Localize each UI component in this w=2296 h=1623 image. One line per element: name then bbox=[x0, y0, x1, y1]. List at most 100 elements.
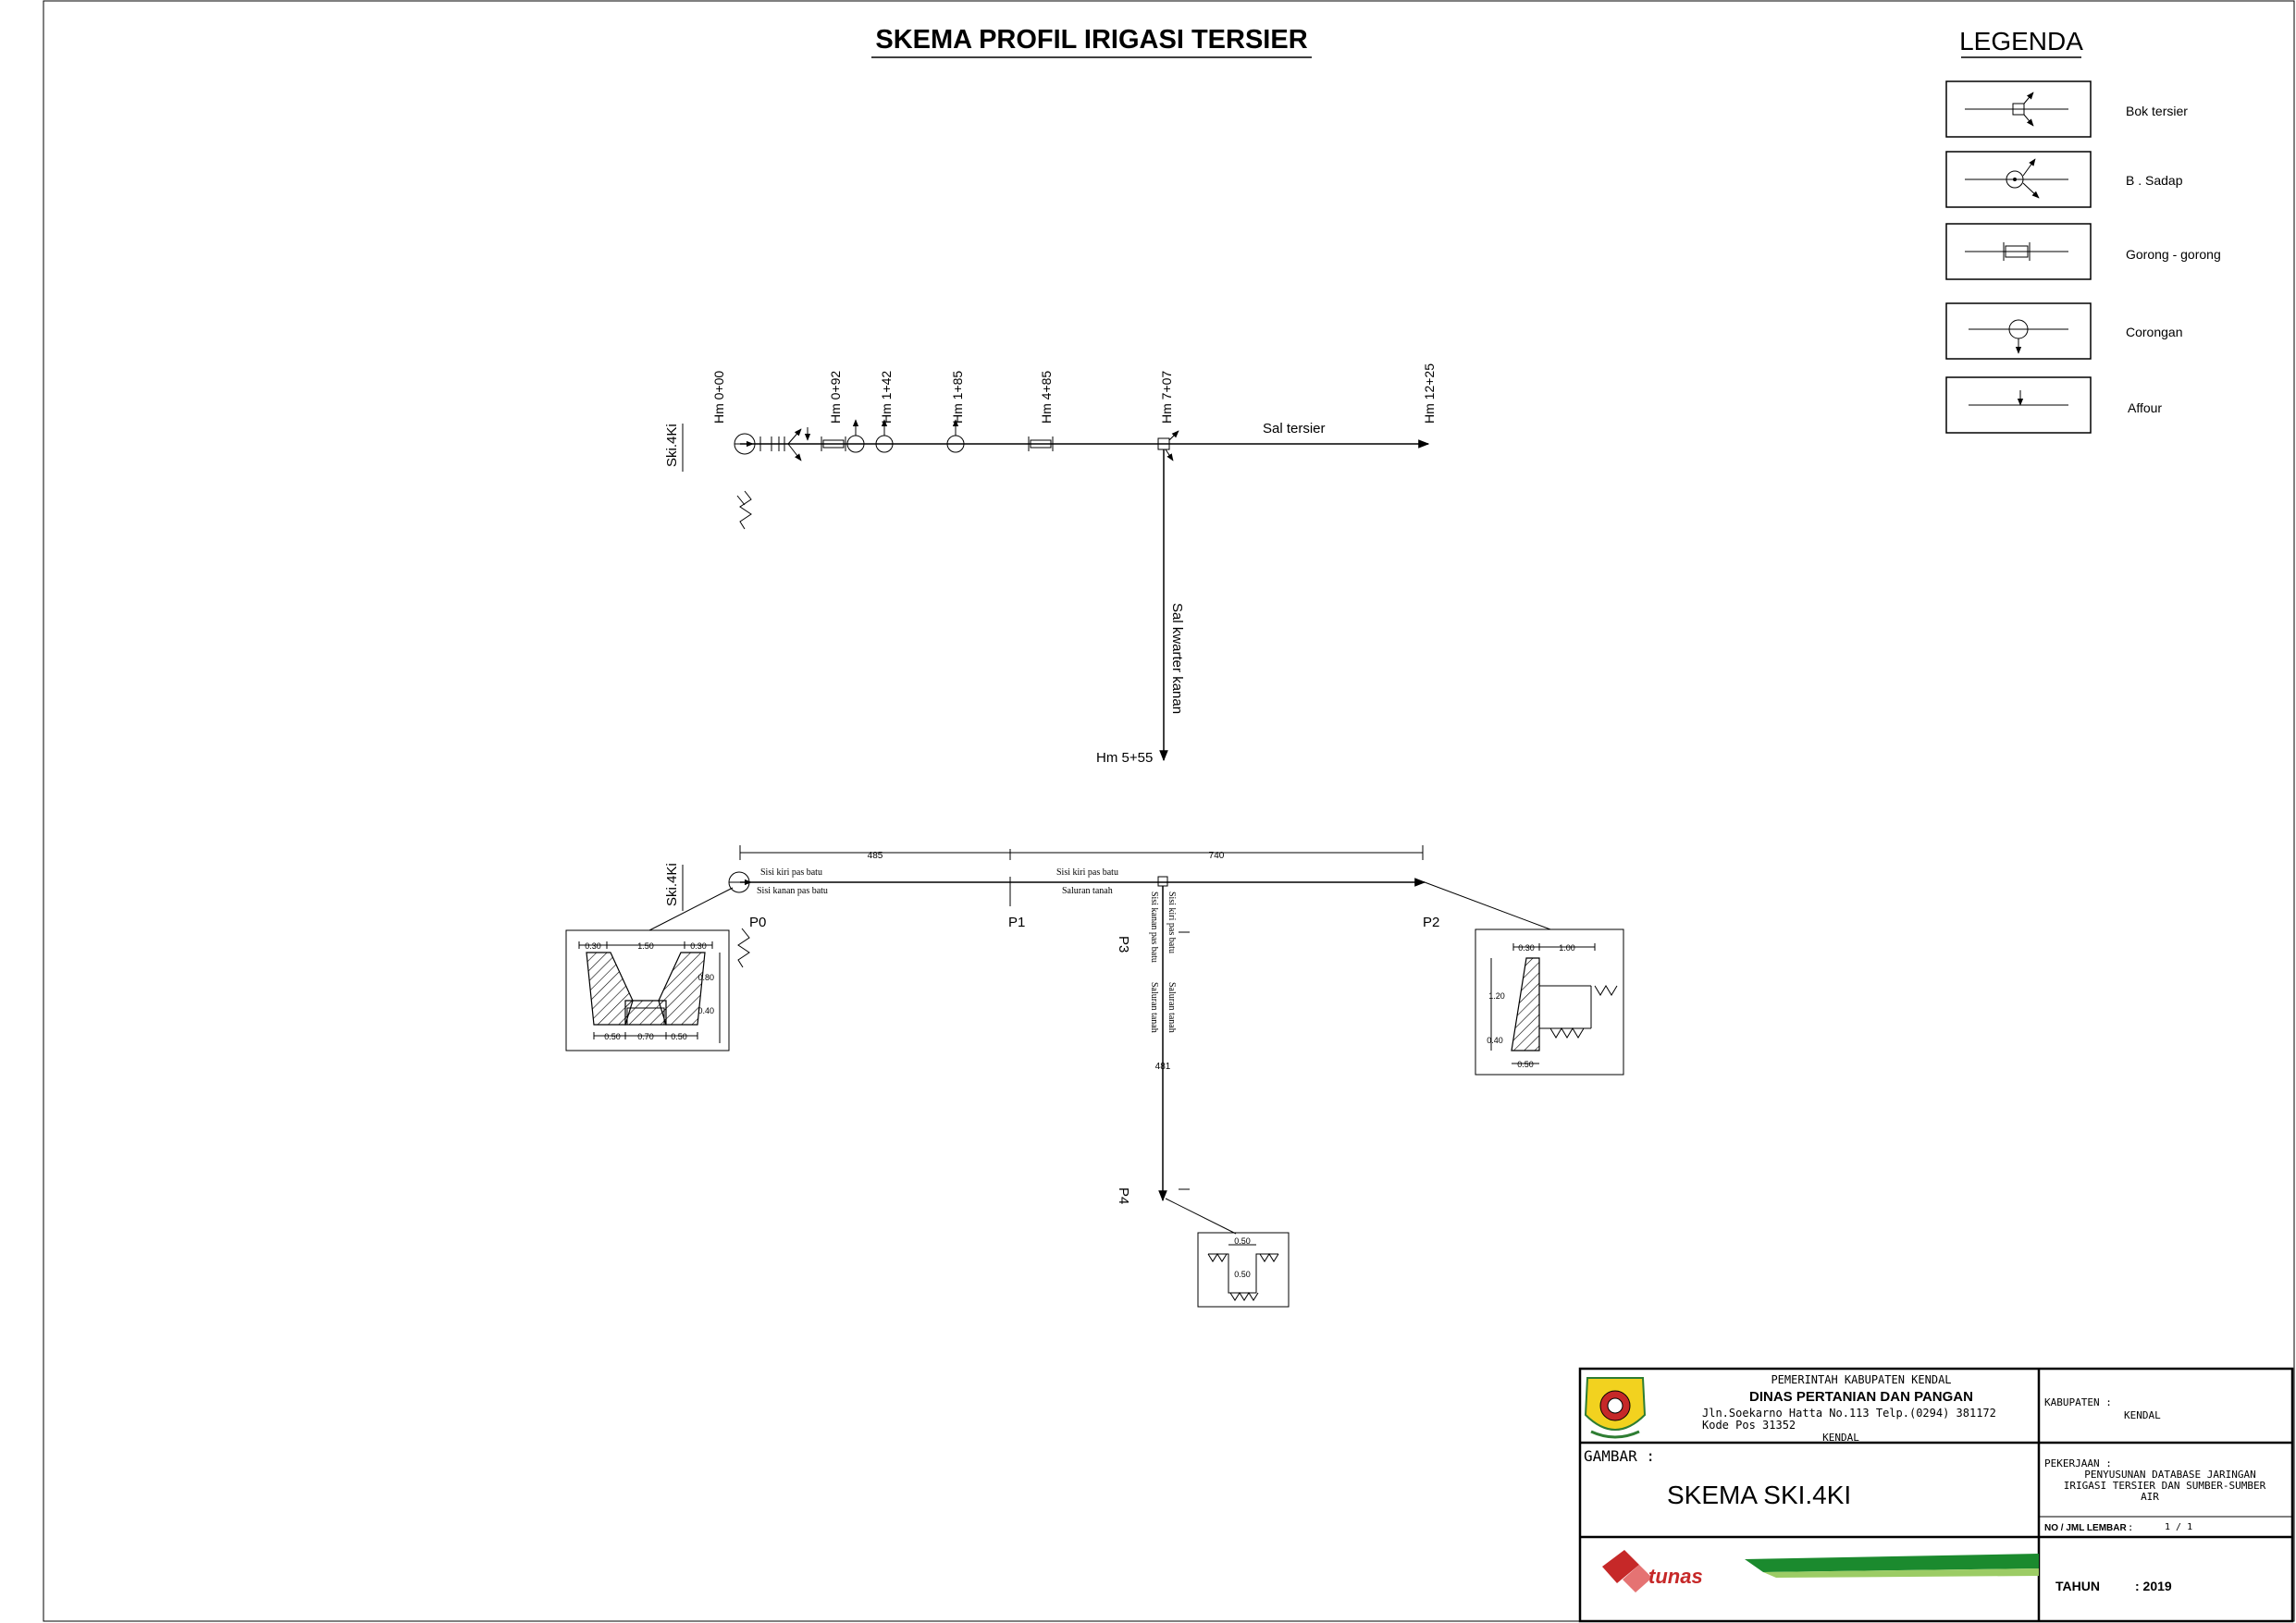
dim-label: 0.70 bbox=[637, 1032, 654, 1041]
legend-box bbox=[1945, 302, 2092, 360]
dimension-481: 481 bbox=[1155, 1062, 1171, 1072]
legend-box bbox=[1945, 151, 2092, 208]
legend-label: Gorong - gorong bbox=[2126, 247, 2221, 262]
station-label: Hm 4+85 bbox=[1039, 371, 1054, 424]
gorong-gorong-icon bbox=[1965, 242, 2068, 261]
pekerjaan-line: IRIGASI TERSIER DAN SUMBER-SUMBER bbox=[2064, 1480, 2266, 1492]
tahun-label: TAHUN bbox=[2055, 1579, 2100, 1593]
b-sadap-icon bbox=[1965, 158, 2068, 199]
schema: Ski.4Ki Sal tersier Hm 0+00 Hm 0+92 Hm 1… bbox=[664, 363, 1437, 766]
pekerjaan-line: PENYUSUNAN DATABASE JARINGAN bbox=[2084, 1469, 2255, 1481]
schema-source-label: Ski.4Ki bbox=[664, 424, 680, 467]
segment-label: Sisi kiri pas batu bbox=[1056, 867, 1118, 878]
tunas-logo: tunas bbox=[1602, 1550, 2039, 1592]
station-label: Hm 7+07 bbox=[1159, 371, 1174, 424]
profile: Ski.4Ki 485 740 Sisi kiri pas batu Sisi … bbox=[565, 845, 1624, 1308]
page-title: SKEMA PROFIL IRIGASI TERSIER bbox=[875, 25, 1307, 55]
affour-icon bbox=[1969, 390, 2068, 406]
legend-box bbox=[1945, 223, 2092, 280]
dimension-485: 485 bbox=[868, 851, 883, 861]
kabupaten-label: KABUPATEN : bbox=[2044, 1396, 2112, 1408]
section-frame bbox=[1475, 928, 1624, 1076]
agency-line-2: DINAS PERTANIAN DAN PANGAN bbox=[1749, 1389, 1973, 1405]
tahun-value: : 2019 bbox=[2135, 1579, 2172, 1593]
point-label: P1 bbox=[1008, 915, 1025, 930]
bok-tersier-icon bbox=[1965, 92, 2068, 127]
point-label: P0 bbox=[749, 915, 766, 930]
legend: LEGENDA Bok tersier B . Sadap bbox=[1945, 27, 2221, 434]
address-line-2: Kode Pos 31352 bbox=[1702, 1419, 1796, 1432]
legend-item-bok-tersier: Bok tersier bbox=[1945, 80, 2188, 138]
dim-label: 0.40 bbox=[1487, 1036, 1503, 1045]
dim-label: 0.30 bbox=[1518, 943, 1535, 953]
point-label: P2 bbox=[1423, 915, 1439, 930]
dim-label: 0.50 bbox=[1517, 1060, 1534, 1069]
gorong-gorong-icon bbox=[821, 436, 846, 451]
corongan-icon bbox=[1969, 319, 2068, 354]
leader-line bbox=[1165, 1198, 1237, 1235]
gambar-label: GAMBAR : bbox=[1584, 1447, 1655, 1465]
branch-end-label: Hm 5+55 bbox=[1096, 750, 1153, 766]
dim-label: 0.50 bbox=[604, 1032, 621, 1041]
dim-label: 0.30 bbox=[690, 941, 707, 951]
legend-box bbox=[1945, 80, 2092, 138]
branch-segment-label: Saluran tanah bbox=[1149, 982, 1159, 1033]
branch-segment-label: Sisi kanan pas batu bbox=[1149, 891, 1159, 963]
branch-segment-label: Sisi kiri pas batu bbox=[1167, 891, 1177, 953]
intake-icon bbox=[728, 871, 752, 968]
legend-label: B . Sadap bbox=[2126, 173, 2183, 188]
branch-segment-label: Saluran tanah bbox=[1167, 982, 1177, 1033]
dim-label: 0.30 bbox=[585, 941, 601, 951]
bok-tersier-icon bbox=[1157, 876, 1168, 887]
kendal-emblem-icon bbox=[1584, 1377, 1647, 1439]
lembar-value: 1 / 1 bbox=[2165, 1522, 2192, 1532]
cross-section-p0: 0.30 1.50 0.30 0.80 0.40 0.50 0.70 0.50 bbox=[565, 929, 730, 1051]
point-label: P4 bbox=[1116, 1187, 1131, 1204]
legend-item-gorong-gorong: Gorong - gorong bbox=[1945, 223, 2221, 280]
dim-label: 1.20 bbox=[1488, 991, 1505, 1001]
station-label: Hm 12+25 bbox=[1422, 363, 1437, 424]
section-frame bbox=[565, 929, 730, 1051]
main-channel-label: Sal tersier bbox=[1263, 421, 1326, 436]
station-label: Hm 1+85 bbox=[950, 371, 965, 424]
pekerjaan-label: PEKERJAAN : bbox=[2044, 1457, 2112, 1469]
dim-label: 0.50 bbox=[671, 1032, 687, 1041]
leader-line bbox=[648, 887, 734, 931]
section-frame bbox=[1197, 1232, 1290, 1308]
legend-box bbox=[1945, 376, 2092, 434]
legend-item-corongan: Corongan bbox=[1945, 302, 2183, 360]
station-label: Hm 0+92 bbox=[828, 371, 843, 424]
logo-text: tunas bbox=[1648, 1565, 1703, 1588]
dim-label: 0.50 bbox=[1234, 1236, 1251, 1246]
segment-label: Sisi kiri pas batu bbox=[760, 867, 822, 878]
dim-label: 0.40 bbox=[697, 1006, 714, 1015]
pekerjaan-line: AIR bbox=[2141, 1491, 2159, 1503]
dimension-740: 740 bbox=[1209, 851, 1225, 861]
dim-label: 1.00 bbox=[1559, 943, 1575, 953]
station-label: Hm 1+42 bbox=[879, 371, 894, 424]
legend-label: Bok tersier bbox=[2126, 104, 2188, 118]
city-label: KENDAL bbox=[1822, 1432, 1859, 1444]
corongan-icon bbox=[946, 419, 965, 453]
legend-label: Corongan bbox=[2126, 325, 2183, 339]
bok-tersier-icon bbox=[1157, 430, 1179, 461]
dim-label: 1.50 bbox=[637, 941, 654, 951]
b-sadap-icon bbox=[787, 427, 811, 461]
point-label: P3 bbox=[1116, 936, 1131, 953]
kabupaten-value: KENDAL bbox=[2124, 1409, 2161, 1421]
branch-channel-label: Sal kwarter kanan bbox=[1169, 603, 1185, 714]
segment-label: Saluran tanah bbox=[1062, 886, 1113, 896]
profile-source-label: Ski.4Ki bbox=[664, 863, 680, 906]
intake-icon bbox=[734, 433, 756, 530]
agency-line-1: PEMERINTAH KABUPATEN KENDAL bbox=[1771, 1373, 1951, 1386]
station-label: Hm 0+00 bbox=[711, 371, 726, 424]
gorong-gorong-icon bbox=[759, 436, 785, 451]
segment-label: Sisi kanan pas batu bbox=[757, 886, 828, 896]
lembar-label: NO / JML LEMBAR : bbox=[2044, 1523, 2132, 1533]
leader-line bbox=[1424, 881, 1551, 930]
corongan-icon bbox=[875, 419, 894, 453]
legend-item-affour: Affour bbox=[1945, 376, 2162, 434]
gorong-gorong-icon bbox=[1028, 436, 1054, 451]
legend-item-b-sadap: B . Sadap bbox=[1945, 151, 2183, 208]
